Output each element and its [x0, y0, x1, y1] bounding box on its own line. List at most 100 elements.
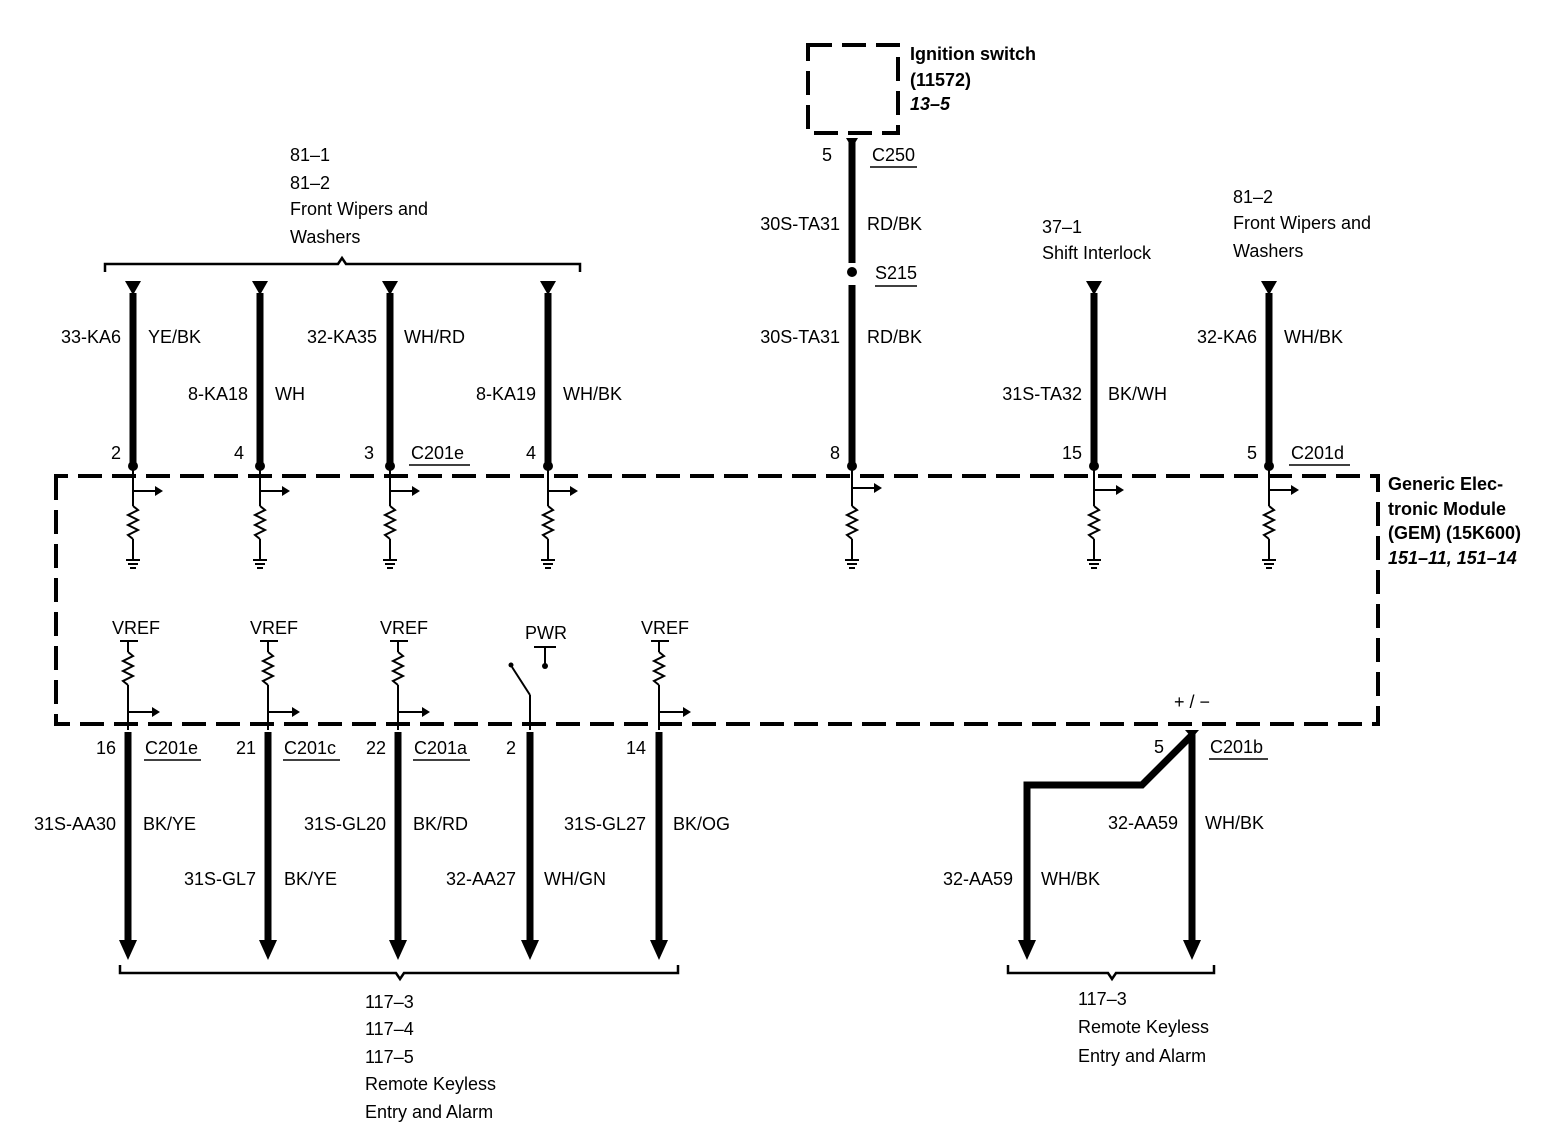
top-input-wire: 8-KA18 WH 4: [188, 281, 305, 471]
remote-right-line1: Remote Keyless: [1078, 1017, 1209, 1037]
top-input-wire: 8-KA19 WH/BK 4: [476, 281, 622, 471]
vref-label: VREF: [380, 618, 428, 638]
keyless-color-right: WH/BK: [1205, 813, 1264, 833]
bottom-output-pin: 16: [96, 738, 116, 758]
top-input-color: YE/BK: [148, 327, 201, 347]
bottom-output-wire: 2 32-AA27 WH/GN: [446, 732, 606, 960]
top-input-pin: 3: [364, 443, 374, 463]
bottom-output-color: BK/YE: [143, 814, 196, 834]
wipers-brace: [103, 255, 582, 272]
internal-pullup: VREF: [380, 618, 430, 730]
shift-interlock-ref: 37–1: [1042, 217, 1082, 237]
internal-pulldown: [1261, 466, 1299, 569]
gem-module-box: [54, 474, 1380, 726]
right-wipers-line1: Front Wipers and: [1233, 213, 1371, 233]
ignition-wire-upper-color: RD/BK: [867, 214, 922, 234]
gem-label: Generic Elec- tronic Module (GEM) (15K60…: [1388, 474, 1521, 568]
wipers-name-line2: Washers: [290, 227, 360, 247]
ignition-switch: Ignition switch (11572) 13–5: [806, 43, 1036, 135]
ignition-wire-lower-circuit: 30S-TA31: [760, 327, 840, 347]
bottom-output-color: WH/GN: [544, 869, 606, 889]
shift-interlock-wire: 37–1 Shift Interlock 31S-TA32 BK/WH 15: [1002, 217, 1167, 471]
remote-left-line1: Remote Keyless: [365, 1074, 496, 1094]
top-input-wire: 33-KA6 YE/BK 2: [61, 281, 201, 471]
vref-label: VREF: [641, 618, 689, 638]
bottom-output-pin: 22: [366, 738, 386, 758]
right-wipers-color: WH/BK: [1284, 327, 1343, 347]
bottom-output-circuit: 31S-AA30: [34, 814, 116, 834]
bottom-output-pin: 21: [236, 738, 256, 758]
remote-left-line2: Entry and Alarm: [365, 1102, 493, 1122]
bottom-output-wire: 22 C201a 31S-GL20 BK/RD: [304, 732, 470, 960]
top-input-pin: 4: [526, 443, 536, 463]
pwr-label: PWR: [525, 623, 567, 643]
top-input-color: WH/BK: [563, 384, 622, 404]
internal-pullup: VREF: [112, 618, 160, 730]
remote-left-ref-2: 117–4: [365, 1019, 414, 1039]
remote-brace-left: [118, 965, 680, 982]
keyless-pin: 5: [1154, 737, 1164, 757]
remote-left-ref-1: 117–3: [365, 992, 414, 1012]
wipers-name-line1: Front Wipers and: [290, 199, 428, 219]
top-input-circuit: 33-KA6: [61, 327, 121, 347]
bottom-output-color: BK/YE: [284, 869, 337, 889]
right-wipers-connector: C201d: [1291, 443, 1344, 463]
bottom-output-pin: 14: [626, 738, 646, 758]
right-wipers-wire: 81–2 Front Wipers and Washers 32-KA6 WH/…: [1197, 187, 1371, 471]
gem-label-ref: 151–11, 151–14: [1388, 548, 1517, 568]
top-input-pin: 2: [111, 443, 121, 463]
internal-pullup: VREF: [641, 618, 691, 730]
top-input-pin: 4: [234, 443, 244, 463]
top-input-circuit: 32-KA35: [307, 327, 377, 347]
top-input-wire: 32-KA35 WH/RD 3 C201e: [307, 281, 470, 471]
wipers-group-label: 81–1 81–2 Front Wipers and Washers: [103, 145, 582, 272]
remote-group-left: 117–3 117–4 117–5 Remote Keyless Entry a…: [118, 965, 680, 1122]
top-input-color: WH/RD: [404, 327, 465, 347]
top-input-color: WH: [275, 384, 305, 404]
splice-label: S215: [875, 263, 917, 283]
internal-pullup: VREF: [250, 618, 300, 730]
polarity-label: + / −: [1174, 692, 1210, 712]
internal-pulldown: [382, 466, 420, 569]
pwr-switch: PWR: [508, 623, 567, 730]
ignition-switch-title: Ignition switch: [910, 44, 1036, 64]
internal-pulldown: [252, 466, 290, 569]
gem-label-line2: tronic Module: [1388, 499, 1506, 519]
internal-pulldown: [125, 466, 163, 569]
ignition-switch-part: (11572): [910, 70, 971, 90]
keyless-color-left: WH/BK: [1041, 869, 1100, 889]
gem-label-line3: (GEM) (15K600): [1388, 523, 1521, 543]
bottom-output-color: BK/RD: [413, 814, 468, 834]
shift-interlock-name: Shift Interlock: [1042, 243, 1152, 263]
remote-right-ref-1: 117–3: [1078, 989, 1127, 1009]
right-wipers-ref: 81–2: [1233, 187, 1273, 207]
wipers-ref-1: 81–1: [290, 145, 330, 165]
bottom-output-circuit: 31S-GL20: [304, 814, 386, 834]
shift-interlock-circuit: 31S-TA32: [1002, 384, 1082, 404]
ignition-wire-lower-color: RD/BK: [867, 327, 922, 347]
remote-left-ref-3: 117–5: [365, 1047, 414, 1067]
right-wipers-circuit: 32-KA6: [1197, 327, 1257, 347]
right-wipers-line2: Washers: [1233, 241, 1303, 261]
top-input-circuit: 8-KA19: [476, 384, 536, 404]
right-wipers-pin: 5: [1247, 443, 1257, 463]
keyless-circuit-left: 32-AA59: [943, 869, 1013, 889]
remote-group-right: 117–3 Remote Keyless Entry and Alarm: [1006, 965, 1216, 1066]
bottom-output-connector: C201a: [414, 738, 468, 758]
ignition-switch-ref: 13–5: [910, 94, 951, 114]
internal-pulldown: [1086, 466, 1124, 569]
keyless-circuit-right: 32-AA59: [1108, 813, 1178, 833]
top-input-circuit: 8-KA18: [188, 384, 248, 404]
remote-right-line2: Entry and Alarm: [1078, 1046, 1206, 1066]
vref-label: VREF: [112, 618, 160, 638]
keyless-connector: C201b: [1210, 737, 1263, 757]
bottom-output-connector: C201c: [284, 738, 336, 758]
splice-dot: [847, 267, 857, 277]
shift-interlock-color: BK/WH: [1108, 384, 1167, 404]
internal-pulldown: [844, 466, 882, 569]
bottom-output-pin: 2: [506, 738, 516, 758]
keyless-output-wire: 5 C201b 32-AA59 WH/BK 32-AA59 WH/BK: [943, 730, 1268, 960]
vref-label: VREF: [250, 618, 298, 638]
ignition-wire-upper-circuit: 30S-TA31: [760, 214, 840, 234]
